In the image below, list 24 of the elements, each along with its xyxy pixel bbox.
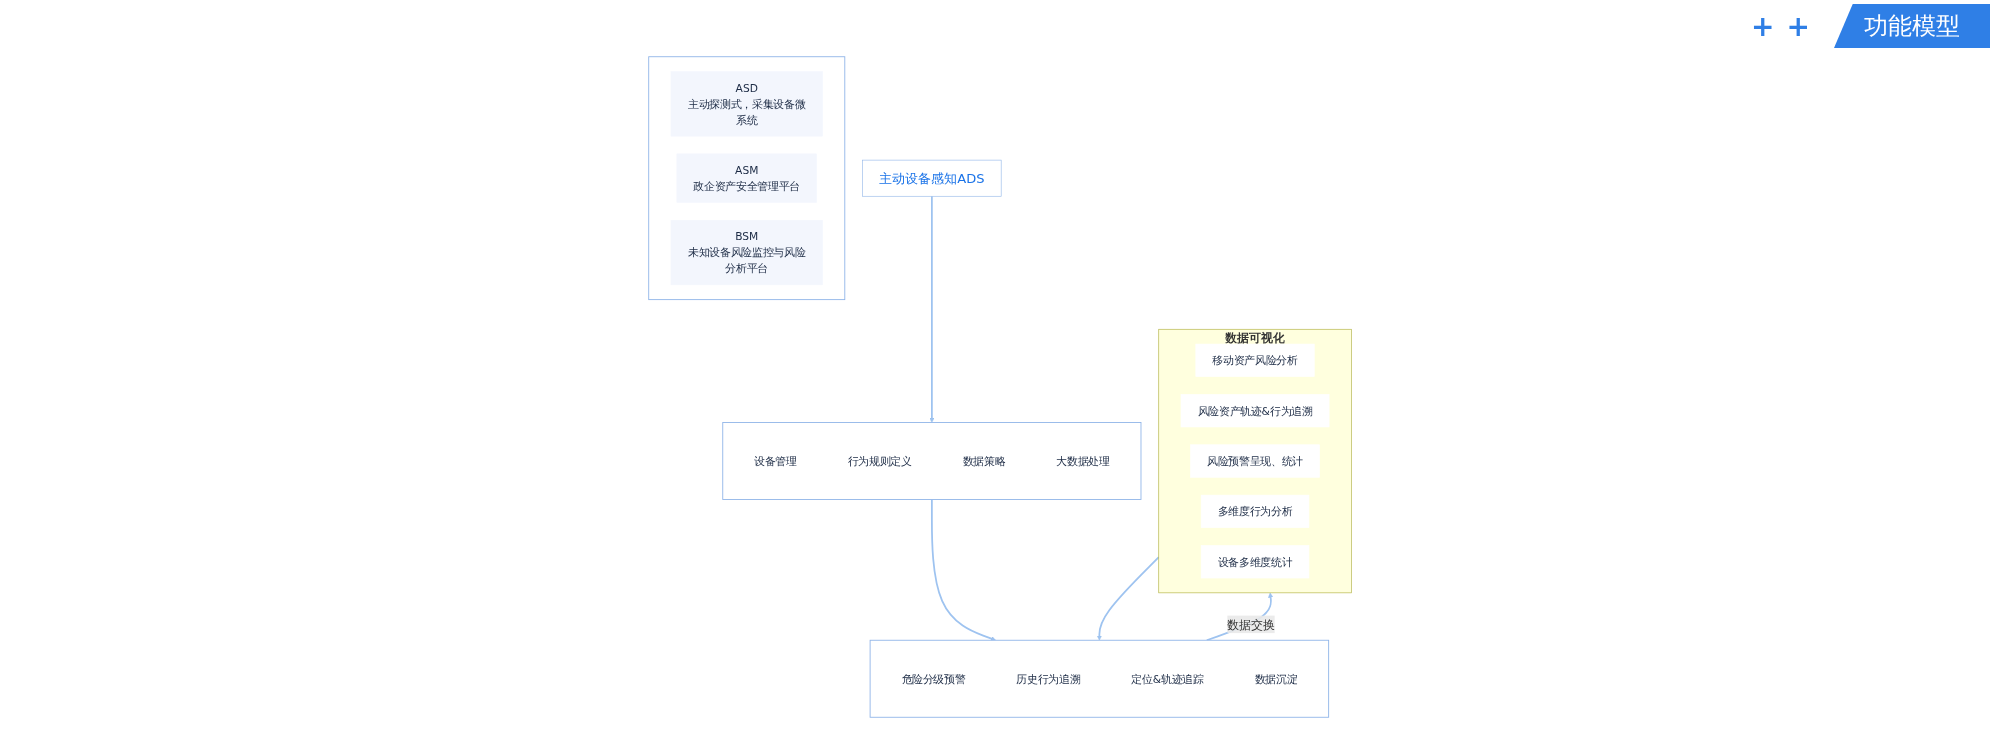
- node-box: 移动资产风险分析: [1195, 343, 1315, 377]
- node-text: 历史行为追溯: [1016, 672, 1081, 685]
- node-text: 危险分级预警: [901, 672, 966, 685]
- arrow: [929, 195, 935, 423]
- cluster: [648, 56, 846, 301]
- arrow: [930, 498, 996, 642]
- node-box: 主动设备感知ADS: [862, 159, 1002, 197]
- node-text: 大数据处理: [1056, 454, 1110, 468]
- plus-sign: +: [1751, 9, 1775, 43]
- node-text: 设备管理: [754, 454, 797, 468]
- arrow: [1096, 556, 1160, 641]
- node-box: 多维度行为分析: [1200, 494, 1310, 528]
- node-text: 定位&轨迹追踪: [1131, 672, 1204, 685]
- cluster: [869, 639, 1330, 718]
- node-text: 行为规则定义: [847, 454, 912, 468]
- plus-sign: +: [1786, 9, 1810, 43]
- node-box: 风险预警呈现、统计: [1190, 444, 1320, 478]
- node-box: 风险资产轨迹&行为追溯: [1180, 394, 1330, 428]
- edge-label: 数据交换: [1227, 617, 1275, 632]
- node-text: 数据沉淀: [1254, 672, 1298, 685]
- cluster: [722, 422, 1142, 500]
- node-box: 设备多维度统计: [1200, 545, 1310, 579]
- title-tab: 功能模型: [1834, 4, 1990, 48]
- node-text: 数据策略: [962, 454, 1006, 468]
